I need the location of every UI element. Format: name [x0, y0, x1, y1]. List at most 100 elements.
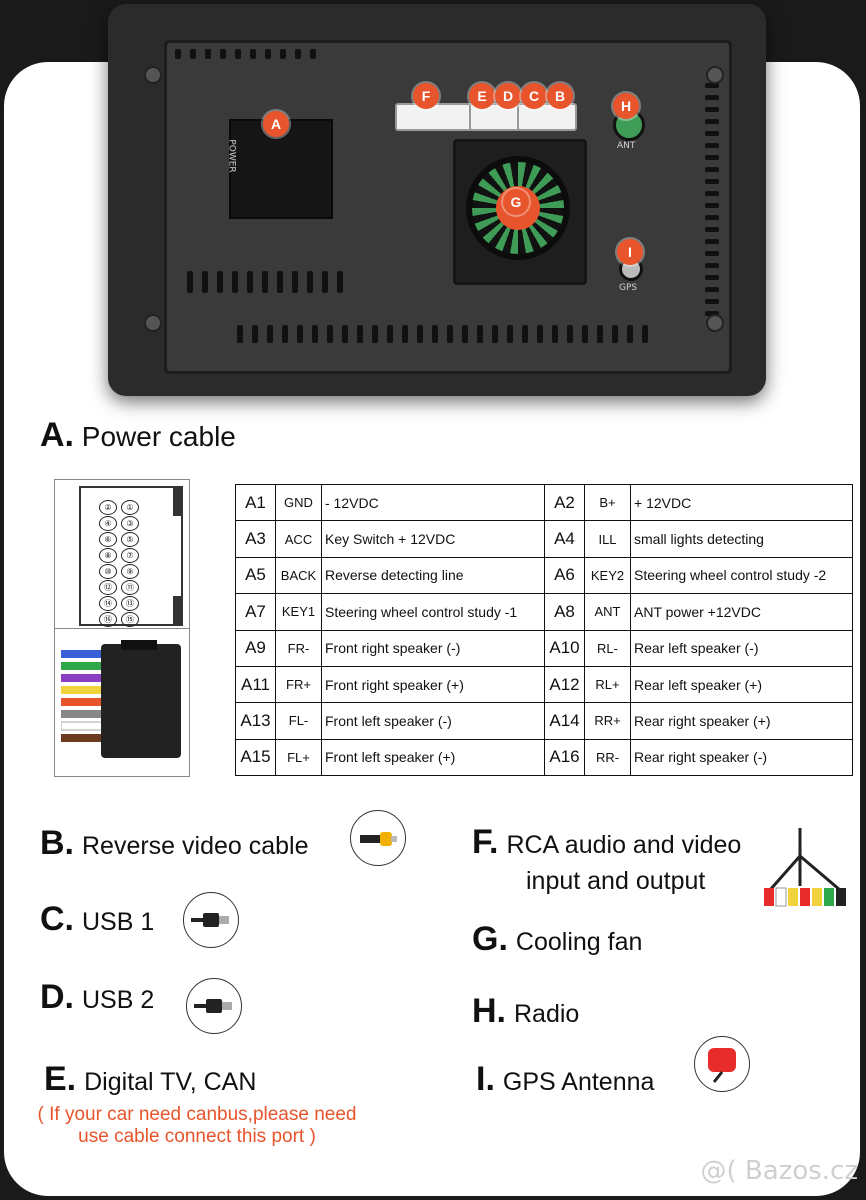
bottom-vent: [237, 325, 648, 343]
badge-d: D: [495, 83, 521, 109]
cell-desc: Reverse detecting line: [321, 556, 545, 595]
cell-sig2: RL+: [584, 665, 631, 704]
legend-h: H. Radio: [472, 992, 579, 1031]
cell-sig2: ILL: [584, 520, 631, 558]
cell-desc2: ANT power +12VDC: [630, 593, 853, 631]
cell-desc2: Rear left speaker (+): [630, 665, 853, 704]
pin-number: ⑬: [121, 596, 139, 611]
legend-text: Reverse video cable: [82, 832, 309, 860]
cell-sig2: RR+: [584, 702, 631, 740]
gps-label: GPS: [619, 283, 638, 293]
legend-letter: D.: [40, 978, 74, 1016]
section-title: Power cable: [81, 421, 236, 452]
connector-dcb: [517, 103, 577, 131]
legend-text: USB 2: [82, 986, 155, 1014]
cell-desc: Front left speaker (-): [321, 702, 545, 740]
legend-g: G.Cooling fan: [472, 920, 642, 959]
pin-number: ④: [99, 516, 117, 531]
cell-desc: Steering wheel control study -1: [321, 593, 545, 631]
cell-pin2: A10: [544, 629, 585, 667]
cell-desc2: Rear right speaker (-): [630, 738, 853, 777]
cell-pin: A15: [235, 738, 276, 777]
legend-text: Cooling fan: [515, 928, 643, 956]
connector-tab: [173, 596, 183, 624]
legend-f: F.RCA audio and video input and output: [472, 824, 741, 899]
harness-connector-icon: [61, 640, 181, 758]
legend-e: E.Digital TV, CAN: [44, 1060, 256, 1099]
legend-text: Digital TV, CAN: [84, 1068, 257, 1096]
badge-i: I: [617, 239, 643, 265]
cell-desc2: Rear left speaker (-): [630, 629, 853, 667]
top-vent: [175, 49, 316, 59]
head-unit-back-panel: POWER ANT GPS A F E D C B H G: [108, 4, 766, 396]
legend-letter: H.: [472, 992, 506, 1030]
legend-text: RCA audio and video: [506, 831, 742, 859]
pin-number: ⑦: [121, 548, 139, 563]
cell-sig: FR-: [275, 629, 322, 667]
cell-pin: A11: [235, 665, 276, 704]
cell-pin: A1: [235, 483, 276, 522]
canbus-note: ( If your car need canbus,please need us…: [37, 1104, 357, 1147]
cell-pin2: A2: [544, 483, 585, 522]
cell-desc: Front right speaker (-): [321, 629, 545, 667]
cell-sig: BACK: [275, 556, 322, 595]
cell-sig2: RR-: [584, 738, 631, 777]
pin-number: ⑫: [99, 580, 117, 595]
badge-f: F: [413, 83, 439, 109]
legend-letter: I.: [476, 1060, 495, 1098]
cell-sig: GND: [275, 483, 322, 522]
screw-icon: [706, 66, 724, 84]
legend-b: B. Reverse video cable: [40, 824, 309, 863]
cell-desc: Key Switch + 12VDC: [321, 520, 545, 558]
usb-2-icon: [186, 978, 242, 1034]
cell-pin2: A6: [544, 556, 585, 595]
pin-number: ②: [99, 500, 117, 515]
cell-sig: FL-: [275, 702, 322, 740]
cell-desc2: + 12VDC: [630, 483, 853, 522]
cell-desc2: small lights detecting: [630, 520, 853, 558]
badge-c: C: [521, 83, 547, 109]
legend-letter: G.: [472, 920, 508, 958]
pin-number: ⑤: [121, 532, 139, 547]
legend-letter: B.: [40, 824, 74, 862]
cell-desc2: Rear right speaker (+): [630, 702, 853, 740]
legend-letter: E.: [44, 1060, 77, 1098]
cell-pin2: A14: [544, 702, 585, 740]
cell-pin: A7: [235, 593, 276, 631]
pin-number: ①: [121, 500, 139, 515]
pin-number: ⑭: [99, 596, 117, 611]
cell-sig2: KEY2: [584, 556, 631, 595]
rca-harness-icon: [764, 828, 846, 907]
gps-antenna-icon: [694, 1036, 750, 1092]
pin-number: ⑪: [121, 580, 139, 595]
pin-number: ⑮: [121, 612, 139, 627]
badge-g: G: [503, 189, 529, 215]
unit-rear-housing: POWER ANT GPS A F E D C B H G: [164, 40, 732, 374]
badge-e: E: [469, 83, 495, 109]
legend-letter: C.: [40, 900, 74, 938]
usb-1-icon: [183, 892, 239, 948]
bazos-watermark: @( Bazos.cz: [700, 1156, 859, 1186]
legend-text-line2: input and output: [526, 867, 706, 895]
legend-text: USB 1: [82, 908, 155, 936]
cell-desc: - 12VDC: [321, 483, 545, 522]
badge-a: A: [263, 111, 289, 137]
screw-icon: [144, 314, 162, 332]
section-letter: A.: [40, 416, 74, 454]
lower-left-vent: [187, 271, 343, 293]
cell-pin: A5: [235, 556, 276, 595]
legend-text: Radio: [514, 1000, 580, 1028]
cell-sig: ACC: [275, 520, 322, 558]
cell-pin: A13: [235, 702, 276, 740]
ant-label: ANT: [617, 141, 636, 151]
pin-number: ⑩: [99, 564, 117, 579]
rca-plug-icon: [350, 810, 406, 866]
